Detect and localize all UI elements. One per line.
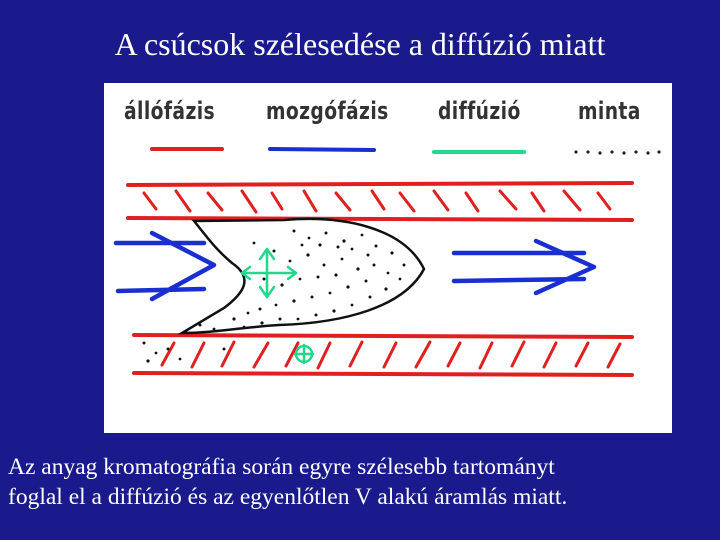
lower-stationary-phase [132, 333, 634, 377]
diffusion-arrows [240, 247, 315, 365]
page-title: A csúcsok szélesedése a diffúzió miatt [114, 26, 606, 62]
legend-swatch-sample [574, 150, 661, 155]
legend-label-stationary: állófázis [124, 97, 216, 125]
legend-swatch-mobile [268, 147, 376, 152]
caption: Az anyag kromatográfia során egyre széle… [8, 452, 714, 512]
mobile-phase-arrow-left [113, 230, 217, 302]
sample-zone [177, 217, 426, 335]
diagram-svg [113, 147, 661, 377]
legend-label-sample: minta [578, 97, 641, 125]
legend-label-mobile: mozgófázis [266, 97, 389, 125]
mobile-phase-arrow-right [451, 238, 597, 296]
caption-line-1: Az anyag kromatográfia során egyre széle… [8, 454, 555, 480]
chromatography-diagram: állófázis mozgófázis diffúzió minta [104, 83, 672, 433]
caption-line-2: foglal el a diffúzió és az egyenlőtlen V… [8, 484, 568, 510]
upper-stationary-phase [126, 181, 634, 222]
legend-label-diffusion: diffúzió [438, 97, 521, 125]
sample-dots [142, 229, 406, 363]
